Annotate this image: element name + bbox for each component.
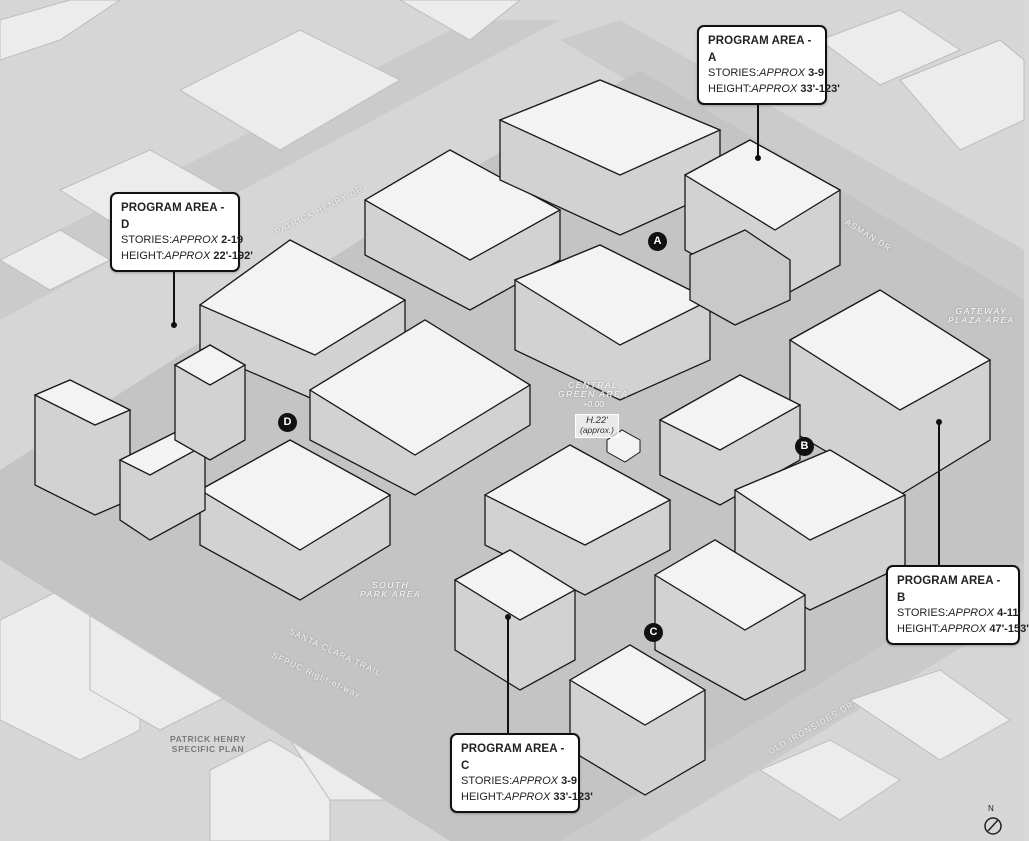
marker-area-d: D xyxy=(278,413,297,432)
marker-area-b: B xyxy=(795,437,814,456)
height-label: H.22' (approx.) xyxy=(575,414,620,438)
leader-d xyxy=(173,256,175,324)
callout-a-title: PROGRAM AREA - A xyxy=(708,35,812,64)
callout-program-area-c: PROGRAM AREA - C STORIES:APPROX 3-9 HEIG… xyxy=(450,733,593,814)
leader-dot-d xyxy=(171,322,177,328)
leader-dot-a xyxy=(755,155,761,161)
leader-dot-c xyxy=(505,614,511,620)
leader-b xyxy=(938,422,940,568)
callout-b-height: HEIGHT:APPROX 47'-153' xyxy=(897,623,1029,636)
south-park-area-label: SOUTH PARK AREA xyxy=(360,580,422,600)
callout-c-title: PROGRAM AREA - C xyxy=(461,743,565,772)
leader-c xyxy=(507,617,509,735)
gateway-plaza-area-label: GATEWAY PLAZA AREA xyxy=(948,306,1015,326)
program-area-d-buildings xyxy=(33,239,532,601)
callout-a-stories: STORIES:APPROX 3-9 xyxy=(708,67,824,80)
callout-c-stories: STORIES:APPROX 3-9 xyxy=(461,775,577,788)
callout-program-area-d: PROGRAM AREA - D STORIES:APPROX 2-19 HEI… xyxy=(110,192,253,273)
callout-c-height: HEIGHT:APPROX 33'-123' xyxy=(461,791,593,804)
leader-dot-b xyxy=(936,419,942,425)
patrick-henry-specific-plan-label: PATRICK HENRY SPECIFIC PLAN xyxy=(170,734,247,755)
callout-d-height: HEIGHT:APPROX 22'-192' xyxy=(121,250,253,263)
program-area-c-buildings xyxy=(453,444,807,796)
north-label: N xyxy=(988,804,994,813)
central-green-area-label: CENTRAL GREEN AREA +0.00 xyxy=(558,380,629,409)
program-area-b-buildings xyxy=(658,289,992,611)
callout-a-height: HEIGHT:APPROX 33'-123' xyxy=(708,83,840,96)
marker-area-a: A xyxy=(648,232,667,251)
leader-a xyxy=(757,86,759,156)
callout-program-area-b: PROGRAM AREA - B STORIES:APPROX 4-11 HEI… xyxy=(886,565,1029,646)
program-area-a-buildings xyxy=(363,79,842,401)
callout-d-stories: STORIES:APPROX 2-19 xyxy=(121,234,244,247)
callout-b-title: PROGRAM AREA - B xyxy=(897,575,1001,604)
central-pavilion xyxy=(606,429,641,463)
callout-b-stories: STORIES:APPROX 4-11 xyxy=(897,607,1019,620)
callout-program-area-a: PROGRAM AREA - A STORIES:APPROX 3-9 HEIG… xyxy=(697,25,840,106)
north-arrow-icon xyxy=(984,817,1002,835)
callout-d-title: PROGRAM AREA - D xyxy=(121,202,225,231)
marker-area-c: C xyxy=(644,623,663,642)
